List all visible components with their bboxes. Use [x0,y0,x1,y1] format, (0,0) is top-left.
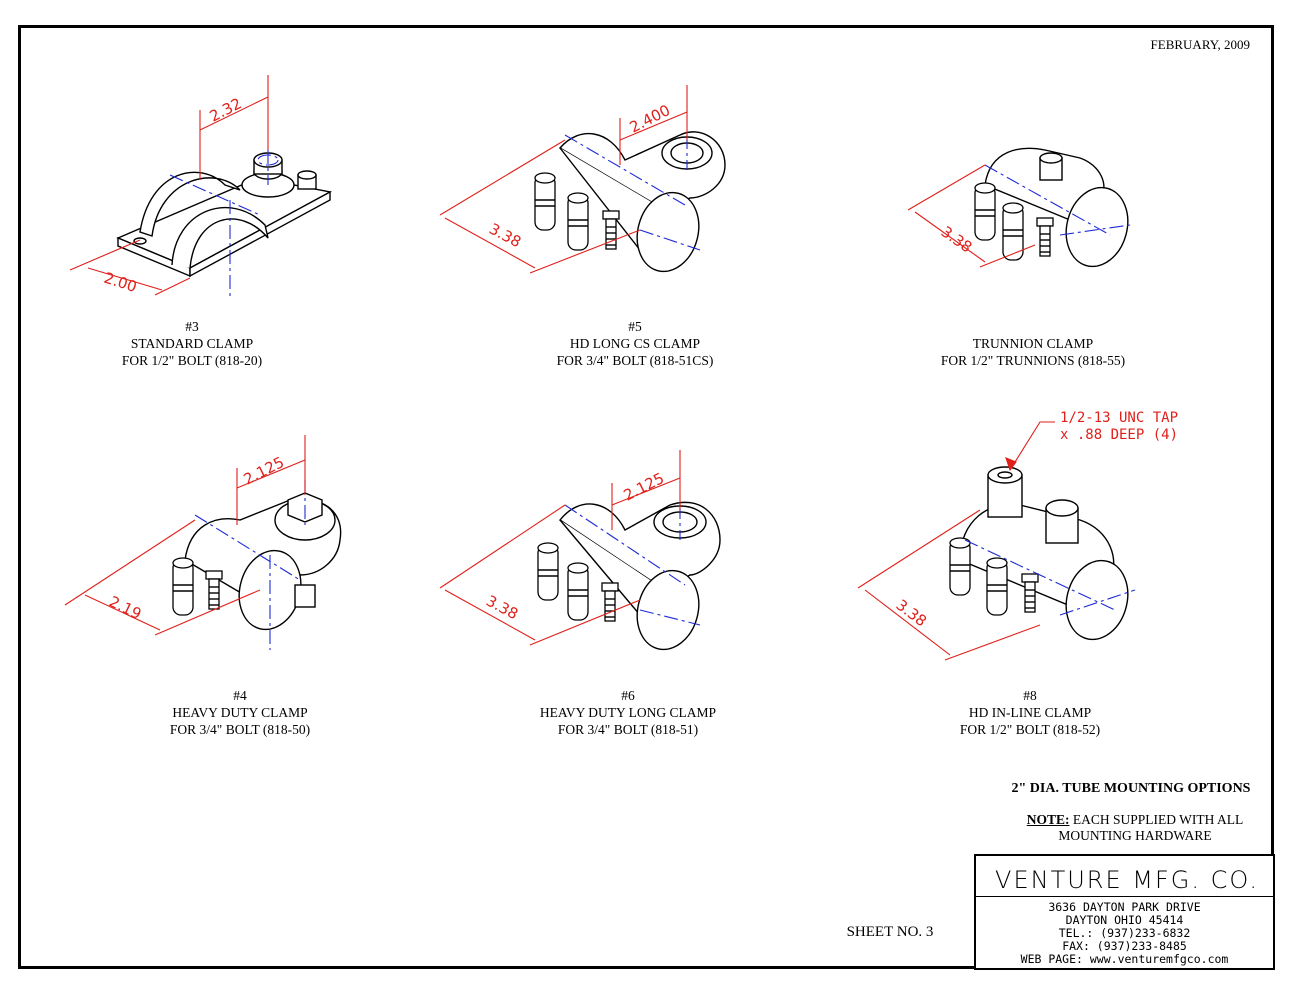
dim-std-a: 2.32 [207,94,245,125]
caption-number: #8 [1023,688,1037,703]
caption-heavy-duty-long-clamp: #6 HEAVY DUTY LONG CLAMP FOR 3/4" BOLT (… [498,687,758,738]
caption-spec: FOR 3/4" BOLT (818-51) [557,722,699,737]
caption-hd-long-cs-clamp: #5 HD LONG CS CLAMP FOR 3/4" BOLT (818-5… [505,318,765,369]
caption-number: #6 [621,688,635,703]
note-line1: EACH SUPPLIED WITH ALL [1069,812,1244,827]
title-block: VENTURE MFG. CO. 3636 DAYTON PARK DRIVE … [974,854,1275,970]
drawing-sheet-border [18,25,1274,969]
caption-trunnion-clamp: TRUNNION CLAMP FOR 1/2" TRUNNIONS (818-5… [903,335,1163,369]
caption-name: HD LONG CS CLAMP [569,336,701,351]
company-phone: TEL.: (937)233-6832 [1058,926,1191,940]
dim-hd-b: 2.19 [106,592,144,623]
title-block-divider [976,896,1273,897]
caption-name: HEAVY DUTY LONG CLAMP [539,705,717,720]
dim-hd-a: 2.125 [241,453,287,489]
sheet-title: 2" DIA. TUBE MOUNTING OPTIONS [1011,781,1251,796]
caption-spec: FOR 1/2" BOLT (818-52) [959,722,1101,737]
caption-name: HD IN-LINE CLAMP [968,705,1092,720]
dim-cs-b: 3.38 [486,220,524,252]
dim-std-b: 2.00 [102,269,139,296]
caption-spec: FOR 1/2" BOLT (818-20) [121,353,263,368]
drawing-date: FEBRUARY, 2009 [1150,37,1250,52]
company-website[interactable]: WEB PAGE: www.venturemfgco.com [1020,952,1229,966]
standard-clamp-drawing [116,152,333,278]
dim-cs-a: 2.400 [627,101,673,137]
hd-long-cs-clamp-drawing [534,131,726,273]
caption-name: TRUNNION CLAMP [972,336,1094,351]
tap-callout: 1/2-13 UNC TAP x .88 DEEP (4) [1060,410,1178,444]
caption-heavy-duty-clamp: #4 HEAVY DUTY CLAMP FOR 3/4" BOLT (818-5… [110,687,370,738]
dim-hdl-a: 2.125 [621,469,667,505]
caption-spec: FOR 1/2" TRUNNIONS (818-55) [940,353,1126,368]
caption-name: HEAVY DUTY CLAMP [172,705,308,720]
caption-number: #3 [185,319,199,334]
heavy-duty-long-clamp-drawing [537,501,721,651]
tap-callout-line1: 1/2-13 UNC TAP [1060,410,1179,426]
caption-hd-inline-clamp: #8 HD IN-LINE CLAMP FOR 1/2" BOLT (818-5… [900,687,1160,738]
caption-spec: FOR 3/4" BOLT (818-50) [169,722,311,737]
caption-spec: FOR 3/4" BOLT (818-51CS) [556,353,714,368]
company-logo: VENTURE MFG. CO. [995,866,1259,894]
note-line2: MOUNTING HARDWARE [1058,828,1212,843]
company-address-street: 3636 DAYTON PARK DRIVE [1048,900,1201,914]
sheet-number: SHEET NO. 3 [846,924,934,940]
caption-number: #5 [628,319,642,334]
hardware-note: NOTE: EACH SUPPLIED WITH ALL MOUNTING HA… [985,812,1285,844]
caption-number: #4 [233,688,247,703]
dim-hdl-b: 3.38 [483,592,521,624]
caption-standard-clamp: #3 STANDARD CLAMP FOR 1/2" BOLT (818-20) [62,318,322,369]
company-fax: FAX: (937)233-8485 [1062,939,1187,953]
hd-inline-clamp-drawing [949,466,1129,641]
company-address-city: DAYTON OHIO 45414 [1065,913,1184,927]
heavy-duty-clamp-drawing [172,492,342,631]
note-label: NOTE: [1026,812,1070,827]
trunnion-clamp-drawing [974,147,1129,268]
caption-name: STANDARD CLAMP [130,336,254,351]
tap-callout-line2: x .88 DEEP (4) [1060,427,1179,443]
